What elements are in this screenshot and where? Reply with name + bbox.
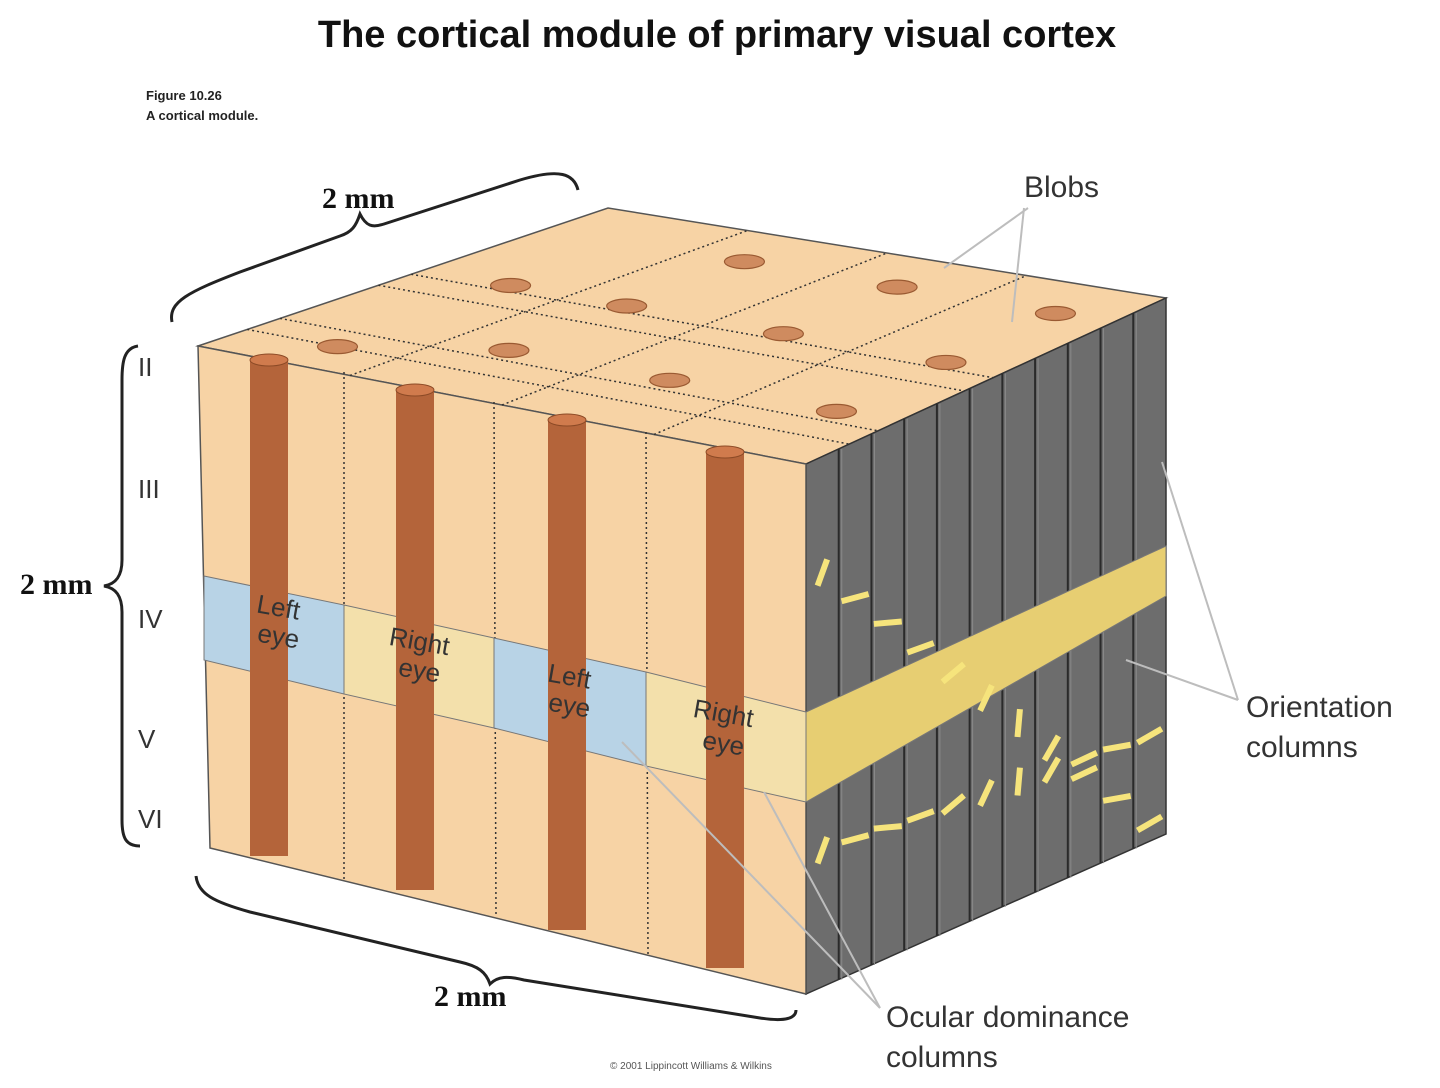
- layer-label-vi: VI: [138, 804, 163, 834]
- ocular-column-top: [547, 413, 587, 427]
- ocular-column: [548, 420, 586, 930]
- blob: [606, 298, 648, 314]
- blob: [316, 339, 359, 355]
- orientation-bar: [1041, 734, 1062, 762]
- ocular-dominance-columns: [249, 353, 745, 968]
- blob: [723, 254, 766, 270]
- orientation-bar: [940, 793, 966, 816]
- callout-lines: [621, 207, 1239, 1009]
- bottom-dimension-brace: [194, 875, 798, 1022]
- page-title: The cortical module of primary visual co…: [317, 14, 1117, 56]
- blob: [489, 277, 532, 294]
- eye-label-1-line2: eye: [255, 618, 301, 655]
- orientation-bar: [1041, 756, 1062, 784]
- ocular-column-top: [395, 383, 435, 397]
- ocular-column-top: [249, 353, 289, 367]
- orientation-bar: [1014, 708, 1023, 738]
- orientation-bar: [977, 684, 995, 712]
- eye-labels: Left eye Right eye Left eye Right eye: [255, 589, 757, 762]
- orientation-bar: [814, 836, 830, 865]
- orientation-bar: [906, 640, 935, 656]
- orientation-bar: [977, 779, 995, 807]
- layer-label-v: V: [138, 724, 156, 754]
- orientation-bar: [873, 618, 903, 627]
- top-grid-line: [349, 229, 748, 377]
- top-grid-line: [247, 328, 850, 445]
- blob: [925, 354, 967, 371]
- blob: [488, 342, 530, 358]
- ocular-dominance-label-line1: Ocular dominance: [886, 1001, 1130, 1034]
- top-grid-line: [279, 317, 879, 432]
- orientation-bar: [1070, 764, 1099, 782]
- orientation-bar: [873, 823, 903, 832]
- blobs: [316, 254, 1077, 419]
- layer-label-ii: II: [138, 352, 153, 382]
- figure-caption: A cortical module.: [146, 108, 259, 123]
- copyright-notice: © 2001 Lippincott Williams & Wilkins: [610, 1061, 772, 1072]
- ocular-dominance-label-line2: columns: [886, 1041, 998, 1074]
- orientation-bar: [840, 832, 870, 846]
- dimension-bottom-label: 2 mm: [434, 980, 507, 1013]
- dimension-left-label: 2 mm: [20, 568, 93, 601]
- blobs-label: Blobs: [1024, 171, 1100, 204]
- orientation-bar: [1014, 767, 1023, 796]
- orientation-bar: [814, 558, 830, 587]
- layer-label-iv: IV: [138, 604, 163, 634]
- ocular-column: [396, 390, 434, 890]
- orientation-bar: [906, 808, 935, 824]
- orientation-bar: [840, 591, 870, 605]
- orientation-bar: [1070, 750, 1099, 768]
- blob: [876, 279, 918, 295]
- ocular-column: [706, 452, 744, 968]
- orientation-bar: [1136, 726, 1164, 746]
- top-grid-line: [378, 284, 965, 392]
- eye-label-3-line2: eye: [546, 687, 592, 724]
- ocular-column: [250, 360, 288, 856]
- dimension-top-label: 2 mm: [322, 182, 395, 215]
- orientation-bar: [1102, 792, 1132, 804]
- orientation-columns-label-line1: Orientation: [1246, 691, 1393, 724]
- layer-label-iii: III: [138, 474, 160, 504]
- eye-label-4-line2: eye: [700, 725, 746, 762]
- column-divider: [493, 401, 497, 917]
- orientation-bar: [940, 661, 966, 685]
- top-grid-line: [501, 252, 888, 406]
- figure-number: Figure 10.26: [146, 88, 222, 103]
- blob: [1034, 305, 1077, 322]
- blob: [815, 403, 858, 419]
- blob: [649, 372, 691, 388]
- blob: [762, 326, 805, 342]
- eye-label-2-line2: eye: [396, 652, 442, 689]
- top-grid-line: [411, 273, 994, 379]
- orientation-bar: [1102, 741, 1132, 753]
- orientation-bar: [1136, 813, 1164, 834]
- top-dimension-brace: [170, 172, 580, 323]
- orientation-bars: [814, 558, 1164, 865]
- ocular-column-top: [705, 445, 745, 459]
- orientation-columns-label-line2: columns: [1246, 731, 1358, 764]
- left-dimension-brace: [103, 344, 141, 848]
- top-surface-grid: [247, 229, 1027, 445]
